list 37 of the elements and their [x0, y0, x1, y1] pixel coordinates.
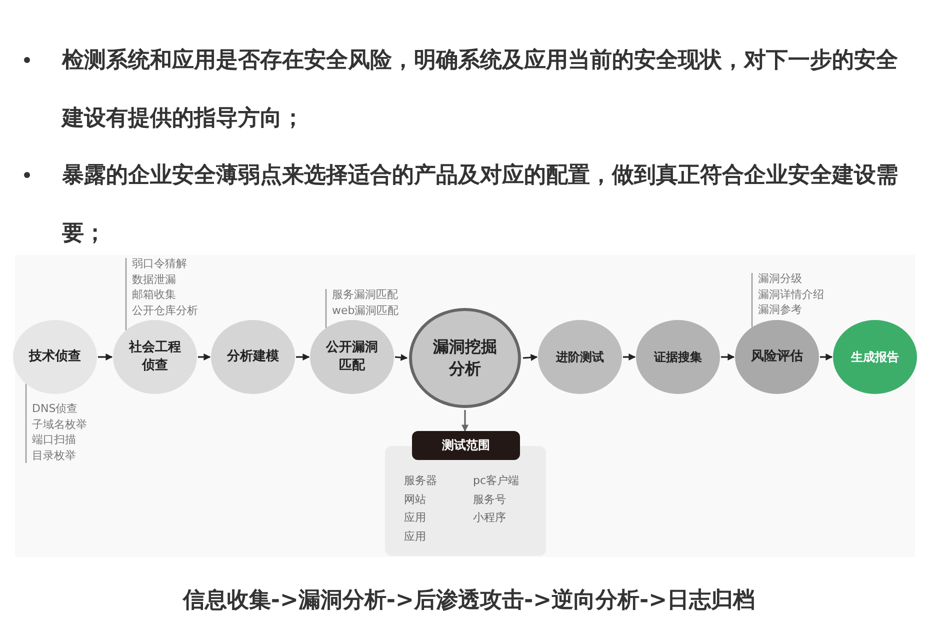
list-item: 子域名枚举 — [32, 416, 87, 432]
leader-line — [325, 289, 327, 328]
list-item: 服务漏洞匹配 — [332, 287, 399, 302]
arrow — [296, 354, 310, 360]
list-item: pc客户端 — [473, 473, 520, 488]
arrow — [198, 354, 211, 360]
leader-line — [125, 258, 127, 330]
summary-text: 信息收集->漏洞分析->后渗透攻击->逆向分析->日志归档 — [181, 587, 756, 615]
list-item: 邮箱收集 — [132, 287, 177, 302]
list-item: 弱口令猜解 — [132, 256, 188, 272]
list-item: 应用 — [404, 510, 426, 526]
list-item: 端口扫描 — [32, 432, 77, 448]
arrow — [623, 354, 636, 360]
list-item: 目录枚举 — [32, 448, 77, 463]
list-item: 漏洞参考 — [758, 302, 803, 318]
list-item: 服务器 — [404, 473, 437, 488]
bullet-text: 暴露的企业安全薄弱点来选择适合的产品及对应的配置，做到真正符合企业安全建设需要； — [62, 162, 899, 248]
arrow — [394, 354, 408, 361]
bullet-text: 检测系统和应用是否存在安全风险，明确系统及应用当前的安全现状，对下一步的安全建设有提供的指导方向； — [62, 46, 899, 133]
leader-line — [25, 384, 27, 463]
list-item: 小程序 — [473, 510, 506, 526]
panel-header: 测试范围 — [412, 431, 520, 460]
list-item: 服务号 — [473, 492, 506, 507]
list-item: web漏洞匹配 — [332, 302, 399, 318]
list-item: 公开仓库分析 — [132, 302, 198, 318]
arrow — [820, 354, 833, 360]
list-item: 网站 — [404, 492, 426, 507]
list-item: DNS侦查 — [32, 401, 79, 416]
leader-line — [751, 273, 753, 328]
arrow — [522, 354, 538, 361]
list-item: 应用 — [404, 528, 426, 544]
arrow — [98, 354, 113, 360]
list-item: 数据泄漏 — [132, 272, 177, 287]
arrow — [721, 354, 735, 360]
list-item: 漏洞分级 — [758, 271, 803, 286]
arrow — [462, 410, 468, 432]
list-item: 漏洞详情介绍 — [758, 286, 824, 302]
